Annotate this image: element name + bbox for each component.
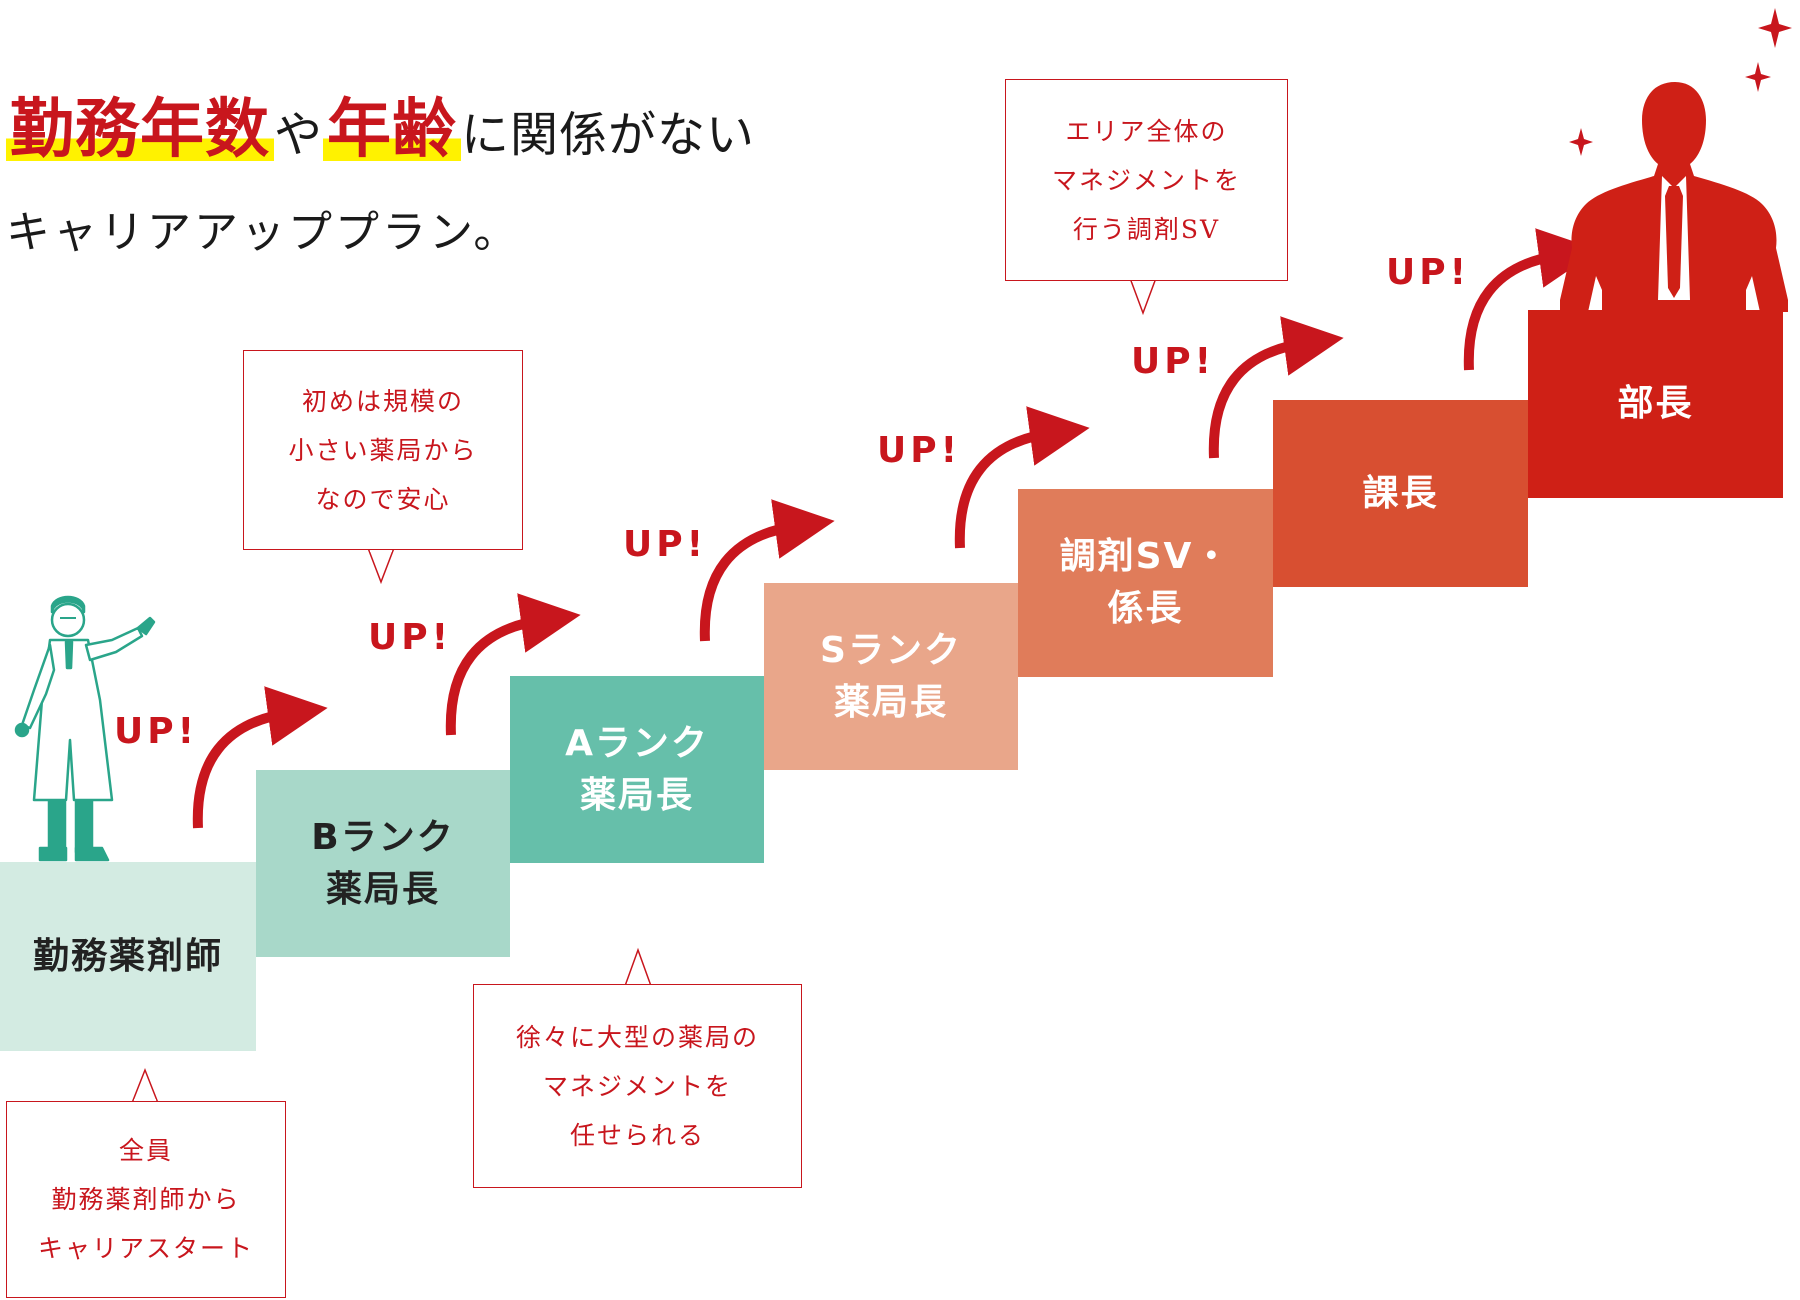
- curved-up-arrow-icon: [1463, 228, 1599, 371]
- callout-line: マネジメントを: [542, 1071, 732, 1101]
- callout-line: 初めは規模の: [301, 386, 464, 416]
- step-label-line: 薬局長: [579, 774, 694, 816]
- callout-career-start: 全員 勤務薬剤師から キャリアスタート: [6, 1101, 286, 1298]
- headline-line-2: キャリアアッププラン。: [6, 207, 521, 258]
- callout-line: 勤務薬剤師から: [51, 1185, 241, 1214]
- step-label-line: 係長: [1107, 588, 1184, 629]
- step-label-line: Bランク: [311, 816, 455, 858]
- curved-up-arrow-icon: [954, 406, 1090, 549]
- headline-highlight-years: 勤務年数: [6, 92, 274, 167]
- headline-text-rest: に関係がない: [461, 107, 756, 163]
- curved-up-arrow-icon: [445, 593, 581, 736]
- step-a-rank-manager: Aランク 薬局長: [510, 676, 764, 863]
- headline-text-ya: や: [274, 107, 324, 163]
- curved-up-arrow-icon: [699, 499, 835, 642]
- step-sv-chief: 調剤SV・ 係長: [1018, 489, 1273, 677]
- callout-area-sv: エリア全体の マネジメントを 行う調剤SV: [1005, 79, 1288, 281]
- callout-line: マネジメントを: [1051, 165, 1241, 195]
- curved-up-arrow-icon: [192, 686, 328, 829]
- step-label-line: 薬局長: [833, 681, 948, 723]
- curved-up-arrow-icon: [1208, 316, 1344, 459]
- callout-line: なので安心: [315, 484, 451, 514]
- step-label-line: 部長: [1617, 383, 1694, 424]
- manager-silhouette-icon: [1560, 82, 1788, 312]
- callout-tail: [131, 1067, 159, 1104]
- callout-line: 小さい薬局から: [288, 435, 478, 465]
- step-staff-pharmacist: 勤務薬剤師: [0, 862, 256, 1051]
- callout-small-pharmacy: 初めは規模の 小さい薬局から なので安心: [243, 350, 523, 550]
- up-label: UP!: [1131, 341, 1216, 382]
- step-label-line: Sランク: [820, 629, 962, 671]
- step-label-line: Aランク: [565, 722, 709, 764]
- headline-line-1: 勤務年数や年齢に関係がない: [6, 78, 755, 170]
- up-label: UP!: [368, 617, 453, 658]
- step-department-manager: 部長: [1528, 310, 1783, 498]
- callout-line: 任せられる: [569, 1120, 705, 1150]
- step-section-manager: 課長: [1273, 400, 1528, 587]
- callout-tail: [367, 547, 395, 585]
- callout-large-pharmacy: 徐々に大型の薬局の マネジメントを 任せられる: [473, 984, 802, 1188]
- headline-highlight-age: 年齢: [323, 92, 462, 167]
- step-b-rank-manager: Bランク 薬局長: [256, 770, 510, 957]
- step-label-line: 勤務薬剤師: [32, 935, 223, 977]
- callout-tail: [1129, 277, 1157, 316]
- callout-line: 行う調剤SV: [1072, 214, 1221, 244]
- callout-tail: [624, 947, 652, 987]
- step-s-rank-manager: Sランク 薬局長: [764, 583, 1018, 770]
- pharmacist-figure-icon: [14, 595, 156, 862]
- step-label-line: 調剤SV・: [1059, 536, 1232, 577]
- up-label: UP!: [623, 524, 708, 565]
- sparkle-icon: [1758, 8, 1792, 48]
- step-label-line: 課長: [1362, 472, 1439, 514]
- sparkle-icon: [1569, 128, 1593, 156]
- step-label-line: 薬局長: [325, 868, 440, 910]
- up-label: UP!: [1386, 252, 1471, 293]
- callout-line: キャリアスタート: [37, 1234, 254, 1263]
- up-label: UP!: [114, 711, 199, 752]
- sparkle-icon: [1745, 62, 1771, 92]
- callout-line: エリア全体の: [1065, 116, 1228, 146]
- up-label: UP!: [877, 430, 962, 471]
- callout-line: 徐々に大型の薬局の: [515, 1022, 759, 1052]
- callout-line: 全員: [118, 1136, 173, 1165]
